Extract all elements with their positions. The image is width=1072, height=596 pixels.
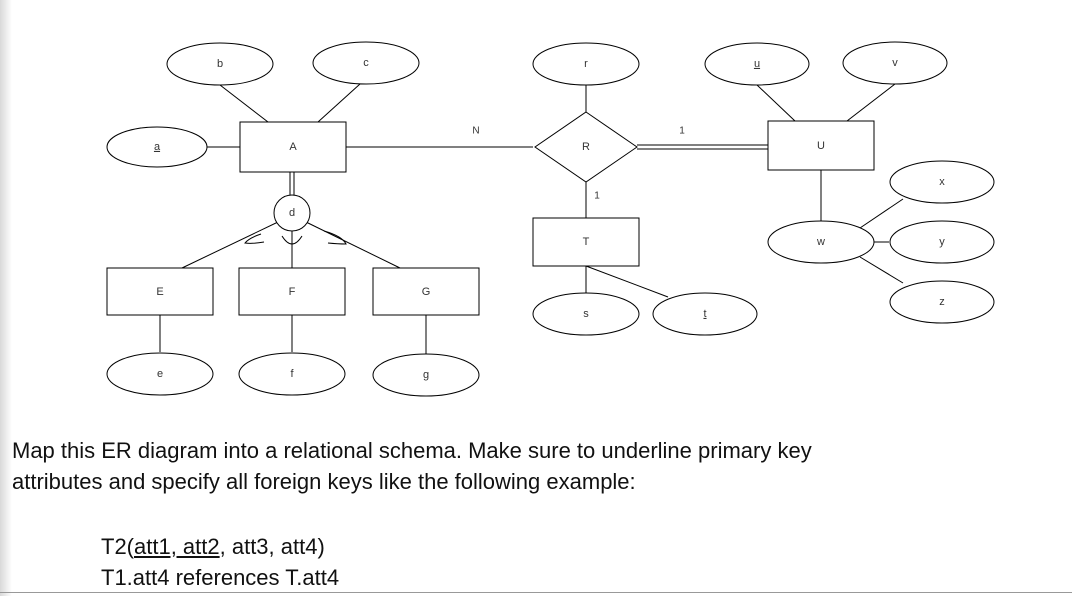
- attribute-b: b: [166, 42, 274, 86]
- attribute-g: g: [372, 353, 480, 397]
- attribute-label-e: e: [157, 368, 163, 380]
- er-diagram: N 1 1 A U T E F G R d a b: [106, 41, 995, 397]
- question-text: Map this ER diagram into a relational sc…: [12, 435, 1052, 497]
- attribute-label-v: v: [892, 57, 898, 69]
- entity-label-E: E: [156, 286, 163, 298]
- relationship-R: R: [534, 111, 638, 183]
- attribute-f: f: [238, 352, 346, 396]
- specialization-circle: d: [273, 194, 311, 232]
- attribute-v: v: [842, 41, 948, 85]
- question-line-1: Map this ER diagram into a relational sc…: [12, 438, 812, 463]
- entity-A: A: [239, 121, 347, 173]
- attribute-label-a: a: [154, 141, 161, 153]
- cardinality-R-U: 1: [679, 126, 685, 137]
- line-d-G: [305, 221, 401, 269]
- entity-U: U: [767, 120, 875, 171]
- attribute-r: r: [532, 42, 640, 86]
- attribute-s: s: [532, 292, 640, 336]
- attribute-label-f: f: [290, 368, 294, 380]
- attribute-z: z: [889, 280, 995, 324]
- attribute-c: c: [312, 41, 420, 85]
- entity-label-T: T: [583, 236, 590, 248]
- subset-arc-F: [281, 235, 303, 245]
- page-edge-shadow: [0, 0, 12, 596]
- line-w-z: [859, 256, 904, 284]
- attribute-label-g: g: [423, 369, 429, 381]
- attribute-label-c: c: [363, 57, 369, 69]
- attribute-x: x: [889, 160, 995, 204]
- relationship-label-R: R: [582, 141, 590, 153]
- attribute-label-s: s: [583, 308, 589, 320]
- entity-label-U: U: [817, 140, 825, 152]
- attribute-label-y: y: [939, 236, 945, 248]
- attribute-a: a: [106, 126, 208, 168]
- line-T-t: [585, 265, 669, 298]
- entity-T: T: [532, 217, 640, 267]
- attribute-label-z: z: [939, 296, 945, 308]
- entity-label-G: G: [422, 286, 431, 298]
- attribute-label-r: r: [584, 58, 588, 70]
- attribute-label-x: x: [939, 176, 945, 188]
- subset-arc-E: [244, 233, 265, 244]
- example-foreign-key: T1.att4 references T.att4: [101, 565, 340, 590]
- example-relation: T2(att1, att2, att3, att4): [101, 531, 339, 562]
- entity-F: F: [238, 267, 346, 316]
- line-w-x: [859, 198, 904, 229]
- attribute-label-u: u: [754, 58, 760, 70]
- specialization-label-d: d: [289, 207, 295, 219]
- attribute-w: w: [767, 220, 875, 264]
- entity-label-F: F: [289, 286, 296, 298]
- example-primary-keys: att1, att2: [134, 534, 220, 559]
- connector-lines: [159, 83, 904, 354]
- question-line-2: attributes and specify all foreign keys …: [12, 469, 636, 494]
- line-b-A: [219, 84, 269, 123]
- bottom-divider: [0, 592, 1072, 593]
- entity-E: E: [106, 267, 214, 316]
- attribute-label-w: w: [816, 236, 825, 248]
- cardinality-A-R: N: [472, 126, 479, 137]
- entity-label-A: A: [289, 141, 297, 153]
- example-schema: T2(att1, att2, att3, att4) T1.att4 refer…: [101, 531, 339, 593]
- line-d-E: [181, 221, 279, 269]
- subset-arc-G: [323, 230, 347, 245]
- attribute-u: u: [704, 42, 810, 86]
- attribute-label-b: b: [217, 58, 223, 70]
- line-c-A: [317, 83, 361, 123]
- attribute-e: e: [106, 352, 214, 396]
- cardinality-R-T: 1: [594, 191, 600, 202]
- line-u-U: [756, 84, 796, 122]
- example-relation-name: T2(: [101, 534, 134, 559]
- entity-G: G: [372, 267, 480, 316]
- attribute-t: t: [652, 292, 758, 336]
- attribute-y: y: [889, 220, 995, 264]
- attribute-label-t: t: [703, 308, 706, 320]
- line-v-U: [846, 83, 896, 122]
- example-other-attributes: , att3, att4): [219, 534, 325, 559]
